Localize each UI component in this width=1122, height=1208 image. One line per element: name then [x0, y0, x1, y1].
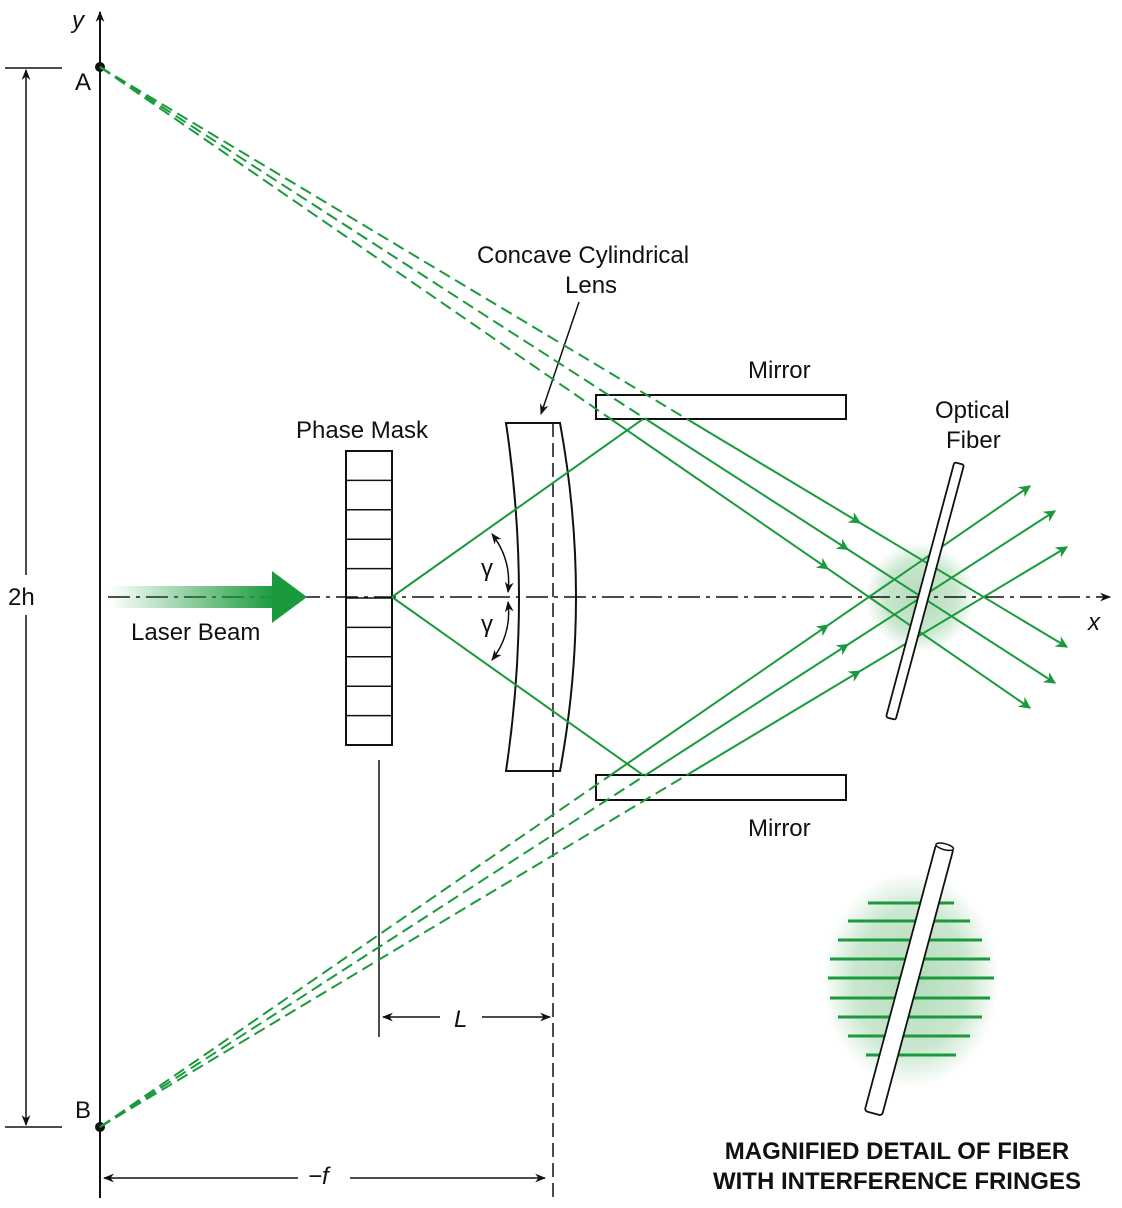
virtual-ray-from-b	[99, 774, 647, 1128]
ray-from-a	[686, 418, 862, 524]
lens-label-line2: Lens	[565, 272, 617, 299]
y-axis-label: y	[70, 7, 86, 34]
detail-caption-line1: MAGNIFIED DETAIL OF FIBER	[725, 1138, 1069, 1165]
ray-from-b-exit	[847, 510, 1057, 646]
point-b-label: B	[75, 1097, 91, 1124]
lens-label-line1: Concave Cylindrical	[477, 242, 689, 269]
x-axis-label: x	[1087, 609, 1101, 636]
virtual-ray-from-b	[99, 774, 612, 1128]
phase-mask-label: Phase Mask	[296, 417, 429, 444]
ray-from-b	[610, 624, 829, 776]
mirror-bottom-label: Mirror	[748, 815, 811, 842]
height-label: 2h	[8, 584, 35, 611]
gamma-top-label: γ	[481, 555, 493, 582]
height-dimension	[5, 67, 62, 1128]
ray-from-b	[645, 643, 850, 776]
ray-from-a-exit	[859, 521, 1069, 648]
ray-from-b-exit	[859, 546, 1069, 673]
magnified-fiber	[864, 842, 955, 1116]
virtual-ray-from-a	[99, 66, 647, 420]
lens-pointer-arrow	[540, 301, 580, 416]
virtual-ray-from-a	[99, 66, 688, 420]
mirror-bottom	[595, 774, 847, 801]
concave-cylindrical-lens	[504, 422, 577, 772]
ray-from-b	[686, 670, 862, 776]
ray-from-a	[645, 418, 850, 551]
laser-beam-arrow	[110, 571, 307, 623]
mirror-top	[595, 394, 847, 420]
ray-from-a	[610, 418, 829, 570]
virtual-ray-from-b	[99, 774, 688, 1128]
focal-label: −f	[308, 1163, 331, 1190]
phase-mask	[345, 450, 393, 746]
gamma-angle-arrow-top	[491, 533, 514, 594]
fiber-label-line1: Optical	[935, 397, 1010, 424]
optical-fiber	[885, 461, 965, 721]
ray-mask-lower	[391, 596, 644, 776]
detail-caption-line2: WITH INTERFERENCE FRINGES	[713, 1168, 1081, 1195]
interfering-rays	[99, 66, 1069, 1128]
point-a-label: A	[75, 69, 91, 96]
ray-mask-upper	[391, 418, 644, 598]
gamma-bottom-label: γ	[481, 611, 493, 638]
laser-beam-label: Laser Beam	[131, 619, 260, 646]
fiber-label-line2: Fiber	[946, 427, 1001, 454]
mirror-top-label: Mirror	[748, 357, 811, 384]
gamma-angle-arrow-bottom	[491, 600, 514, 661]
virtual-ray-from-a	[99, 66, 612, 420]
ray-from-a-exit	[827, 567, 1031, 709]
distance-l-label: L	[454, 1006, 467, 1033]
